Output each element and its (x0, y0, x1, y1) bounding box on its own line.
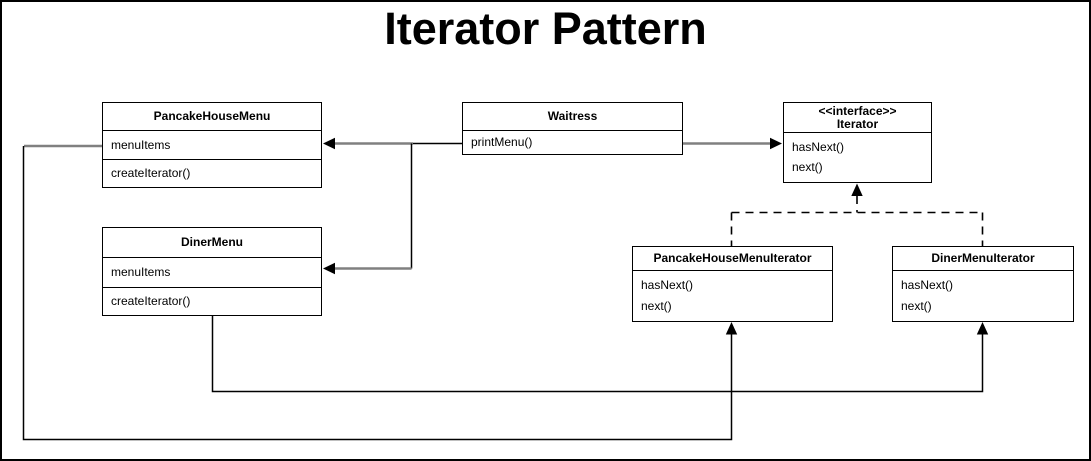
attributes-compartment: menuItems (103, 257, 321, 287)
arrowhead-into-iterator (770, 137, 782, 150)
methods-compartment: hasNext() next() (784, 132, 931, 181)
connector-waitress-iterator (683, 137, 782, 150)
class-method: hasNext() (792, 139, 845, 154)
attributes-compartment: menuItems (103, 130, 321, 159)
arrowhead-into-dineriterator (976, 322, 989, 335)
class-method: hasNext() (901, 278, 954, 292)
class-method: createIterator() (111, 165, 191, 180)
connector-pancakehousemenu-pancakeiterator (22, 144, 738, 441)
class-box-pancakehousemenu: PancakeHouseMenu menuItems createIterato… (102, 102, 322, 188)
class-box-dinermenuiterator: DinerMenuIterator hasNext() next() (892, 246, 1074, 322)
arrowhead-into-pancakehousemenu (323, 137, 335, 150)
class-method: next() (901, 299, 932, 313)
class-box-dinermenu: DinerMenu menuItems createIterator() (102, 227, 322, 316)
arrowhead-into-dinermenu (323, 262, 335, 275)
methods-compartment: createIterator() (103, 286, 321, 315)
methods-compartment: printMenu() (463, 130, 682, 153)
arrowhead-into-pancakeiterator (725, 322, 738, 335)
class-method: printMenu() (471, 135, 533, 149)
connector-waitress-pancakehousemenu (323, 137, 462, 150)
class-box-iterator-interface: <<interface>> Iterator hasNext() next() (783, 102, 932, 183)
class-title: DinerMenuIterator (931, 251, 1035, 265)
class-method: next() (641, 299, 672, 313)
class-title: PancakeHouseMenuIterator (653, 251, 812, 265)
class-method: createIterator() (111, 293, 191, 308)
connector-realization-dashed (730, 183, 984, 246)
class-attribute: menuItems (111, 137, 171, 152)
class-attribute: menuItems (111, 265, 171, 280)
diagram-title: Iterator Pattern (384, 3, 707, 54)
stereotype-label: <<interface>> (818, 103, 897, 118)
class-title: <<interface>> Iterator (784, 103, 931, 132)
class-method: next() (792, 160, 823, 175)
class-title: Waitress (547, 109, 598, 123)
class-method: hasNext() (641, 278, 694, 292)
class-title: PancakeHouseMenu (153, 109, 271, 123)
class-box-waitress: Waitress printMenu() (462, 102, 683, 155)
class-box-pancakehousemenuiterator: PancakeHouseMenuIterator hasNext() next(… (632, 246, 833, 322)
methods-compartment: hasNext() next() (893, 270, 1073, 320)
class-title: DinerMenu (180, 235, 243, 249)
methods-compartment: hasNext() next() (633, 270, 832, 320)
methods-compartment: createIterator() (103, 158, 321, 187)
connector-dinermenu-dineriterator (211, 316, 989, 393)
connector-waitress-dinermenu (323, 143, 413, 275)
interface-name: Iterator (836, 116, 879, 131)
arrowhead-realization-up (851, 183, 863, 196)
